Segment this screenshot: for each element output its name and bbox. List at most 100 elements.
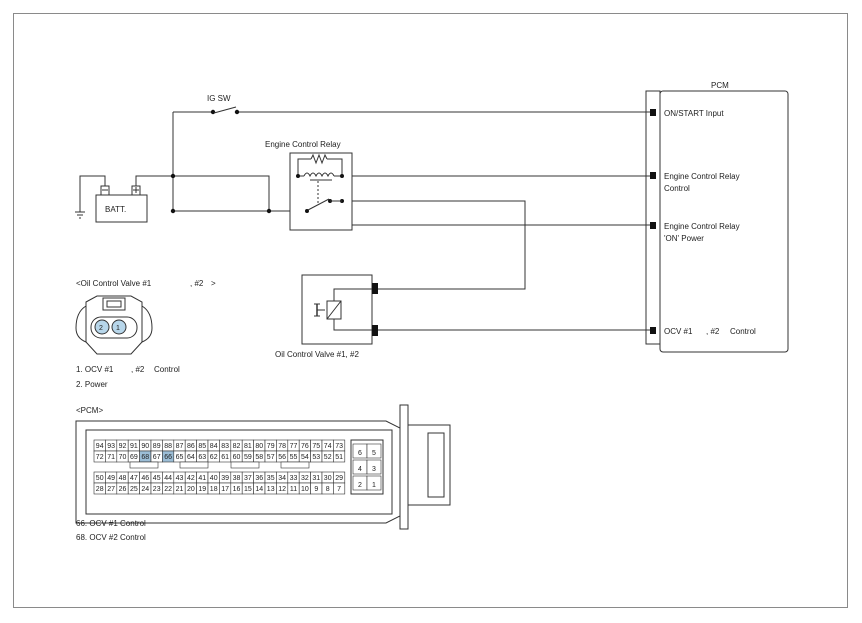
pcm-pin-number: 65 [176,454,184,461]
pcm-legend-68: 68. OCV #2 Control [76,533,146,542]
ocv-legend-1c: Control [154,365,180,374]
pcm-pin-number: 22 [164,486,172,493]
pcm-pin-number: 80 [255,443,263,450]
pcm-pin-number: 61 [221,454,229,461]
pcm-pin-number: 68 [141,454,149,461]
diagram-frame [13,13,848,608]
pcm-pin-number: 45 [153,475,161,482]
pcm-ecr-control-label-2: Control [664,184,690,193]
pcm-pin-number: 53 [312,454,320,461]
pcm-pin-number: 83 [221,443,229,450]
ocv-connector-title-a: <Oil Control Valve #1 [76,279,152,288]
pcm-pin-number: 86 [187,443,195,450]
ocv-caption: Oil Control Valve #1, #2 [275,350,359,359]
pcm-pin-number: 43 [176,475,184,482]
pcm-pin-number: 62 [210,454,218,461]
pcm-pin-number: 10 [301,486,309,493]
pcm-pin-cell [333,450,346,463]
pcm-ocv-label-a: OCV #1 [664,327,693,336]
ocv-connector-title-c: > [211,279,216,288]
pcm-pin-number: 39 [221,475,229,482]
wiring [135,111,650,331]
pcm-pin-cell [333,482,346,495]
pcm-pin-number: 25 [130,486,138,493]
ig-switch: IG SW [207,94,240,115]
pcm-key-tab [179,461,209,469]
pcm-pin-number: 31 [312,475,320,482]
pcm-pin-number: 42 [187,475,195,482]
pcm-pin-number: 9 [314,486,318,493]
pcm-pin-number: 79 [267,443,275,450]
pcm-pin-number: 54 [301,454,309,461]
pcm-pin-number: 1 [372,482,376,489]
pcm-pin-number: 59 [244,454,252,461]
pcm-pin-number: 85 [198,443,206,450]
oil-control-valve: Oil Control Valve #1, #2 [275,274,378,359]
pcm-pin-cell [366,443,382,459]
pcm-pin-number: 27 [107,486,115,493]
ocv-legend-2: 2. Power [76,380,108,389]
pcm-pin-number: 49 [107,475,115,482]
pcm-pin-number: 40 [210,475,218,482]
ocv-legend-1b: , #2 [131,365,145,374]
pcm-pin-number: 56 [278,454,286,461]
pcm-pin-number: 20 [187,486,195,493]
pcm-pin-number: 64 [187,454,195,461]
ocv-pin-1: 1 [116,325,120,332]
pcm-pin-number: 6 [358,450,362,457]
pcm-ocv-label-c: Control [730,327,756,336]
pcm-pin-number: 63 [198,454,206,461]
pcm-ecr-power-label-2: 'ON' Power [664,234,704,243]
pcm-pin-number: 88 [164,443,172,450]
ocv-legend-1a: 1. OCV #1 [76,365,114,374]
pcm-ecr-power-label: Engine Control Relay [664,222,740,231]
pcm-pin-number: 16 [233,486,241,493]
pcm-pin-number: 90 [141,443,149,450]
pcm-ecr-control-label: Engine Control Relay [664,172,740,181]
pcm-pin-number: 23 [153,486,161,493]
pcm-pin-number: 71 [107,454,115,461]
pcm-pin-number: 2 [358,482,362,489]
pcm-pin-cell [366,475,382,491]
pcm-connector-title: <PCM> [76,406,103,415]
pcm-pin-number: 21 [176,486,184,493]
pcm-pin-number: 29 [335,475,343,482]
pcm-pin-number: 75 [312,443,320,450]
pcm-pin-number: 60 [233,454,241,461]
pcm-pin-number: 46 [141,475,149,482]
ocv-connector-title-b: , #2 [190,279,204,288]
relay-label: Engine Control Relay [265,140,341,149]
pcm-pin-number: 57 [267,454,275,461]
pcm-pin-number: 28 [96,486,104,493]
pcm-pin-number: 18 [210,486,218,493]
ground-symbol [75,175,106,219]
ig-sw-label: IG SW [207,94,231,103]
pcm-pin-number: 35 [267,475,275,482]
pcm-pin-number: 48 [119,475,127,482]
pcm-module: PCM ON/START Input Engine Control Relay … [645,81,789,353]
pcm-pin-number: 14 [255,486,263,493]
pcm-pin-number: 72 [96,454,104,461]
pcm-pin-number: 67 [153,454,161,461]
pcm-pin-number: 92 [119,443,127,450]
pcm-pin-number: 17 [221,486,229,493]
pcm-pin-number: 11 [290,486,297,493]
pcm-pin-number: 81 [244,443,252,450]
pcm-pin-number: 34 [278,475,286,482]
pcm-pin-number: 51 [335,454,343,461]
pcm-pin-number: 30 [324,475,332,482]
pcm-pin-number: 50 [96,475,104,482]
pcm-ocv-label-b: , #2 [706,327,720,336]
batt-label: BATT. [105,205,126,214]
ocv-pin-2: 2 [99,325,103,332]
pcm-pin-number: 74 [324,443,332,450]
pcm-pin-number: 77 [290,443,298,450]
pcm-pin-number: 5 [372,450,376,457]
pcm-pin-number: 36 [255,475,263,482]
pcm-pin-number: 7 [337,486,341,493]
pcm-pin-number: 69 [130,454,138,461]
pcm-pin-number: 8 [326,486,330,493]
